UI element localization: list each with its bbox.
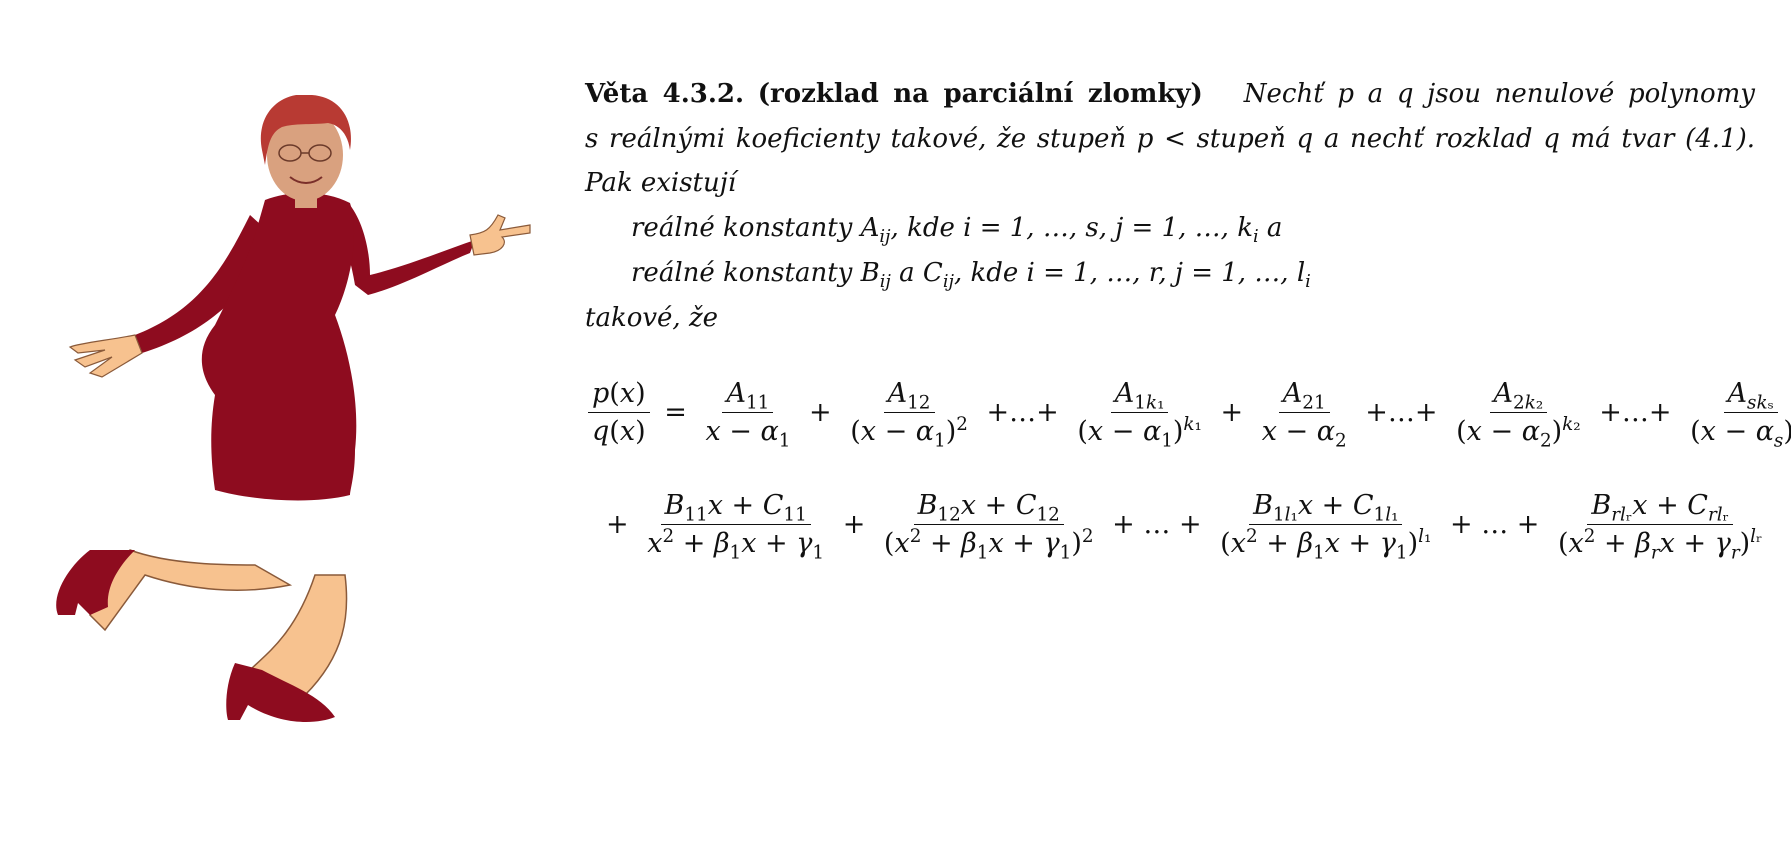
dancing-woman-illustration: [56, 95, 531, 722]
theorem-line-1: Věta 4.3.2. (rozklad na parciální zlomky…: [585, 72, 1755, 117]
hair: [260, 95, 351, 165]
right-arm: [330, 205, 475, 295]
back-shoe: [56, 550, 135, 615]
frac-p-over-q: p(x)q(x): [588, 378, 650, 447]
frac-b1l1: B1l₁x + C1l₁(x2 + β1x + γ1)l₁: [1220, 490, 1432, 564]
frac-brlr: Brlᵣx + Crlᵣ(x2 + βrx + γr)lᵣ: [1558, 490, 1763, 564]
theorem-line-2: s reálnými koeficienty takové, že stupeň…: [585, 123, 1755, 154]
pointing-hand: [469, 214, 531, 256]
theorem-item-1: reálné konstanty Aij, kde i = 1, …, s, j…: [585, 206, 1755, 251]
frac-a2k2: A2k₂(x − α2)k₂: [1456, 378, 1581, 452]
left-arm: [135, 215, 272, 353]
theorem-label: Věta 4.3.2.: [585, 79, 745, 109]
left-hand: [68, 334, 143, 378]
theorem-line-1-text: Nechť p a q jsou nenulové polynomy: [1243, 79, 1755, 109]
back-leg: [89, 549, 293, 632]
frac-asks: Askₛ(x − αs)kₛ: [1690, 378, 1791, 452]
item-2-text: reálné konstanty Bij a Cij, kde i = 1, ……: [631, 257, 1311, 293]
frac-a1k1: A1k₁(x − α1)k₁: [1077, 378, 1202, 452]
frac-a12: A12(x − α1)2: [850, 378, 968, 452]
theorem-closing: takové, že: [585, 302, 719, 333]
item-1-text: reálné konstanty Aij, kde i = 1, …, s, j…: [631, 213, 1283, 248]
face: [267, 109, 343, 201]
theorem-line-3: Pak existují: [585, 168, 737, 199]
dress: [201, 192, 357, 501]
theorem-item-2: reálné konstanty Bij a Cij, kde i = 1, ……: [585, 251, 1755, 296]
front-shoe: [226, 663, 335, 722]
smile: [289, 176, 323, 184]
theorem-block: Věta 4.3.2. (rozklad na parciální zlomky…: [585, 72, 1755, 340]
theorem-name: (rozklad na parciální zlomky): [757, 79, 1203, 109]
frac-b12: B12x + C12(x2 + β1x + γ1)2: [883, 490, 1094, 564]
